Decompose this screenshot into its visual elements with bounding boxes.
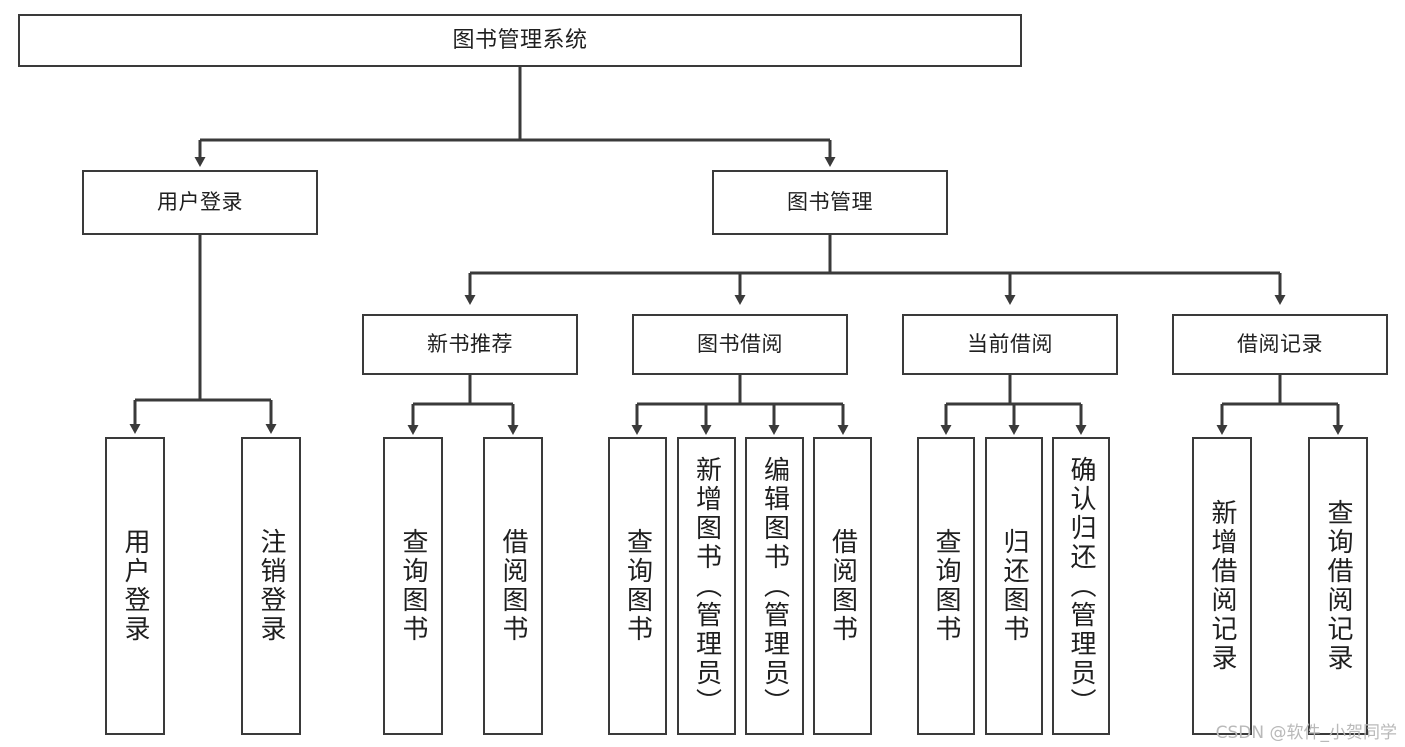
- node-label: 图书管理系统: [452, 27, 588, 53]
- node-user-login[interactable]: 用户登录: [82, 170, 318, 235]
- node-label: 编辑图书（管理员）: [759, 455, 790, 717]
- leaf-user-login-login[interactable]: 用户登录: [105, 437, 165, 735]
- node-label: 新书推荐: [427, 332, 513, 357]
- node-label: 用户登录: [157, 190, 243, 215]
- node-label: 借阅图书: [498, 528, 528, 644]
- leaf-book-borrow-edit[interactable]: 编辑图书（管理员）: [745, 437, 804, 735]
- node-label: 借阅图书: [827, 528, 858, 644]
- leaf-borrow-record-query[interactable]: 查询借阅记录: [1308, 437, 1368, 735]
- leaf-current-borrow-confirm-return[interactable]: 确认归还（管理员）: [1052, 437, 1110, 735]
- node-label: 确认归还（管理员）: [1066, 455, 1096, 717]
- node-book-borrow[interactable]: 图书借阅: [632, 314, 848, 375]
- node-label: 查询图书: [931, 528, 961, 644]
- node-label: 新增借阅记录: [1207, 499, 1237, 673]
- watermark-text: CSDN @软件_小贺同学: [1215, 723, 1397, 743]
- node-label: 归还图书: [999, 528, 1029, 644]
- node-root-system[interactable]: 图书管理系统: [18, 14, 1022, 67]
- node-label: 当前借阅: [967, 332, 1053, 357]
- leaf-current-borrow-query[interactable]: 查询图书: [917, 437, 975, 735]
- node-borrow-record[interactable]: 借阅记录: [1172, 314, 1388, 375]
- leaf-borrow-record-add[interactable]: 新增借阅记录: [1192, 437, 1252, 735]
- node-label: 查询图书: [622, 528, 653, 644]
- node-label: 图书管理: [787, 190, 873, 215]
- leaf-new-book-borrow[interactable]: 借阅图书: [483, 437, 543, 735]
- node-current-borrow[interactable]: 当前借阅: [902, 314, 1118, 375]
- node-book-management[interactable]: 图书管理: [712, 170, 948, 235]
- leaf-current-borrow-return[interactable]: 归还图书: [985, 437, 1043, 735]
- node-label: 注销登录: [256, 528, 286, 644]
- leaf-book-borrow-query[interactable]: 查询图书: [608, 437, 667, 735]
- leaf-book-borrow-borrow[interactable]: 借阅图书: [813, 437, 872, 735]
- leaf-book-borrow-add[interactable]: 新增图书（管理员）: [677, 437, 736, 735]
- node-label: 图书借阅: [697, 332, 783, 357]
- leaf-user-login-logout[interactable]: 注销登录: [241, 437, 301, 735]
- node-new-book-recommend[interactable]: 新书推荐: [362, 314, 578, 375]
- node-label: 借阅记录: [1237, 332, 1323, 357]
- node-label: 新增图书（管理员）: [691, 455, 722, 717]
- node-label: 用户登录: [120, 528, 150, 644]
- node-label: 查询图书: [398, 528, 428, 644]
- node-label: 查询借阅记录: [1323, 499, 1353, 673]
- leaf-new-book-query[interactable]: 查询图书: [383, 437, 443, 735]
